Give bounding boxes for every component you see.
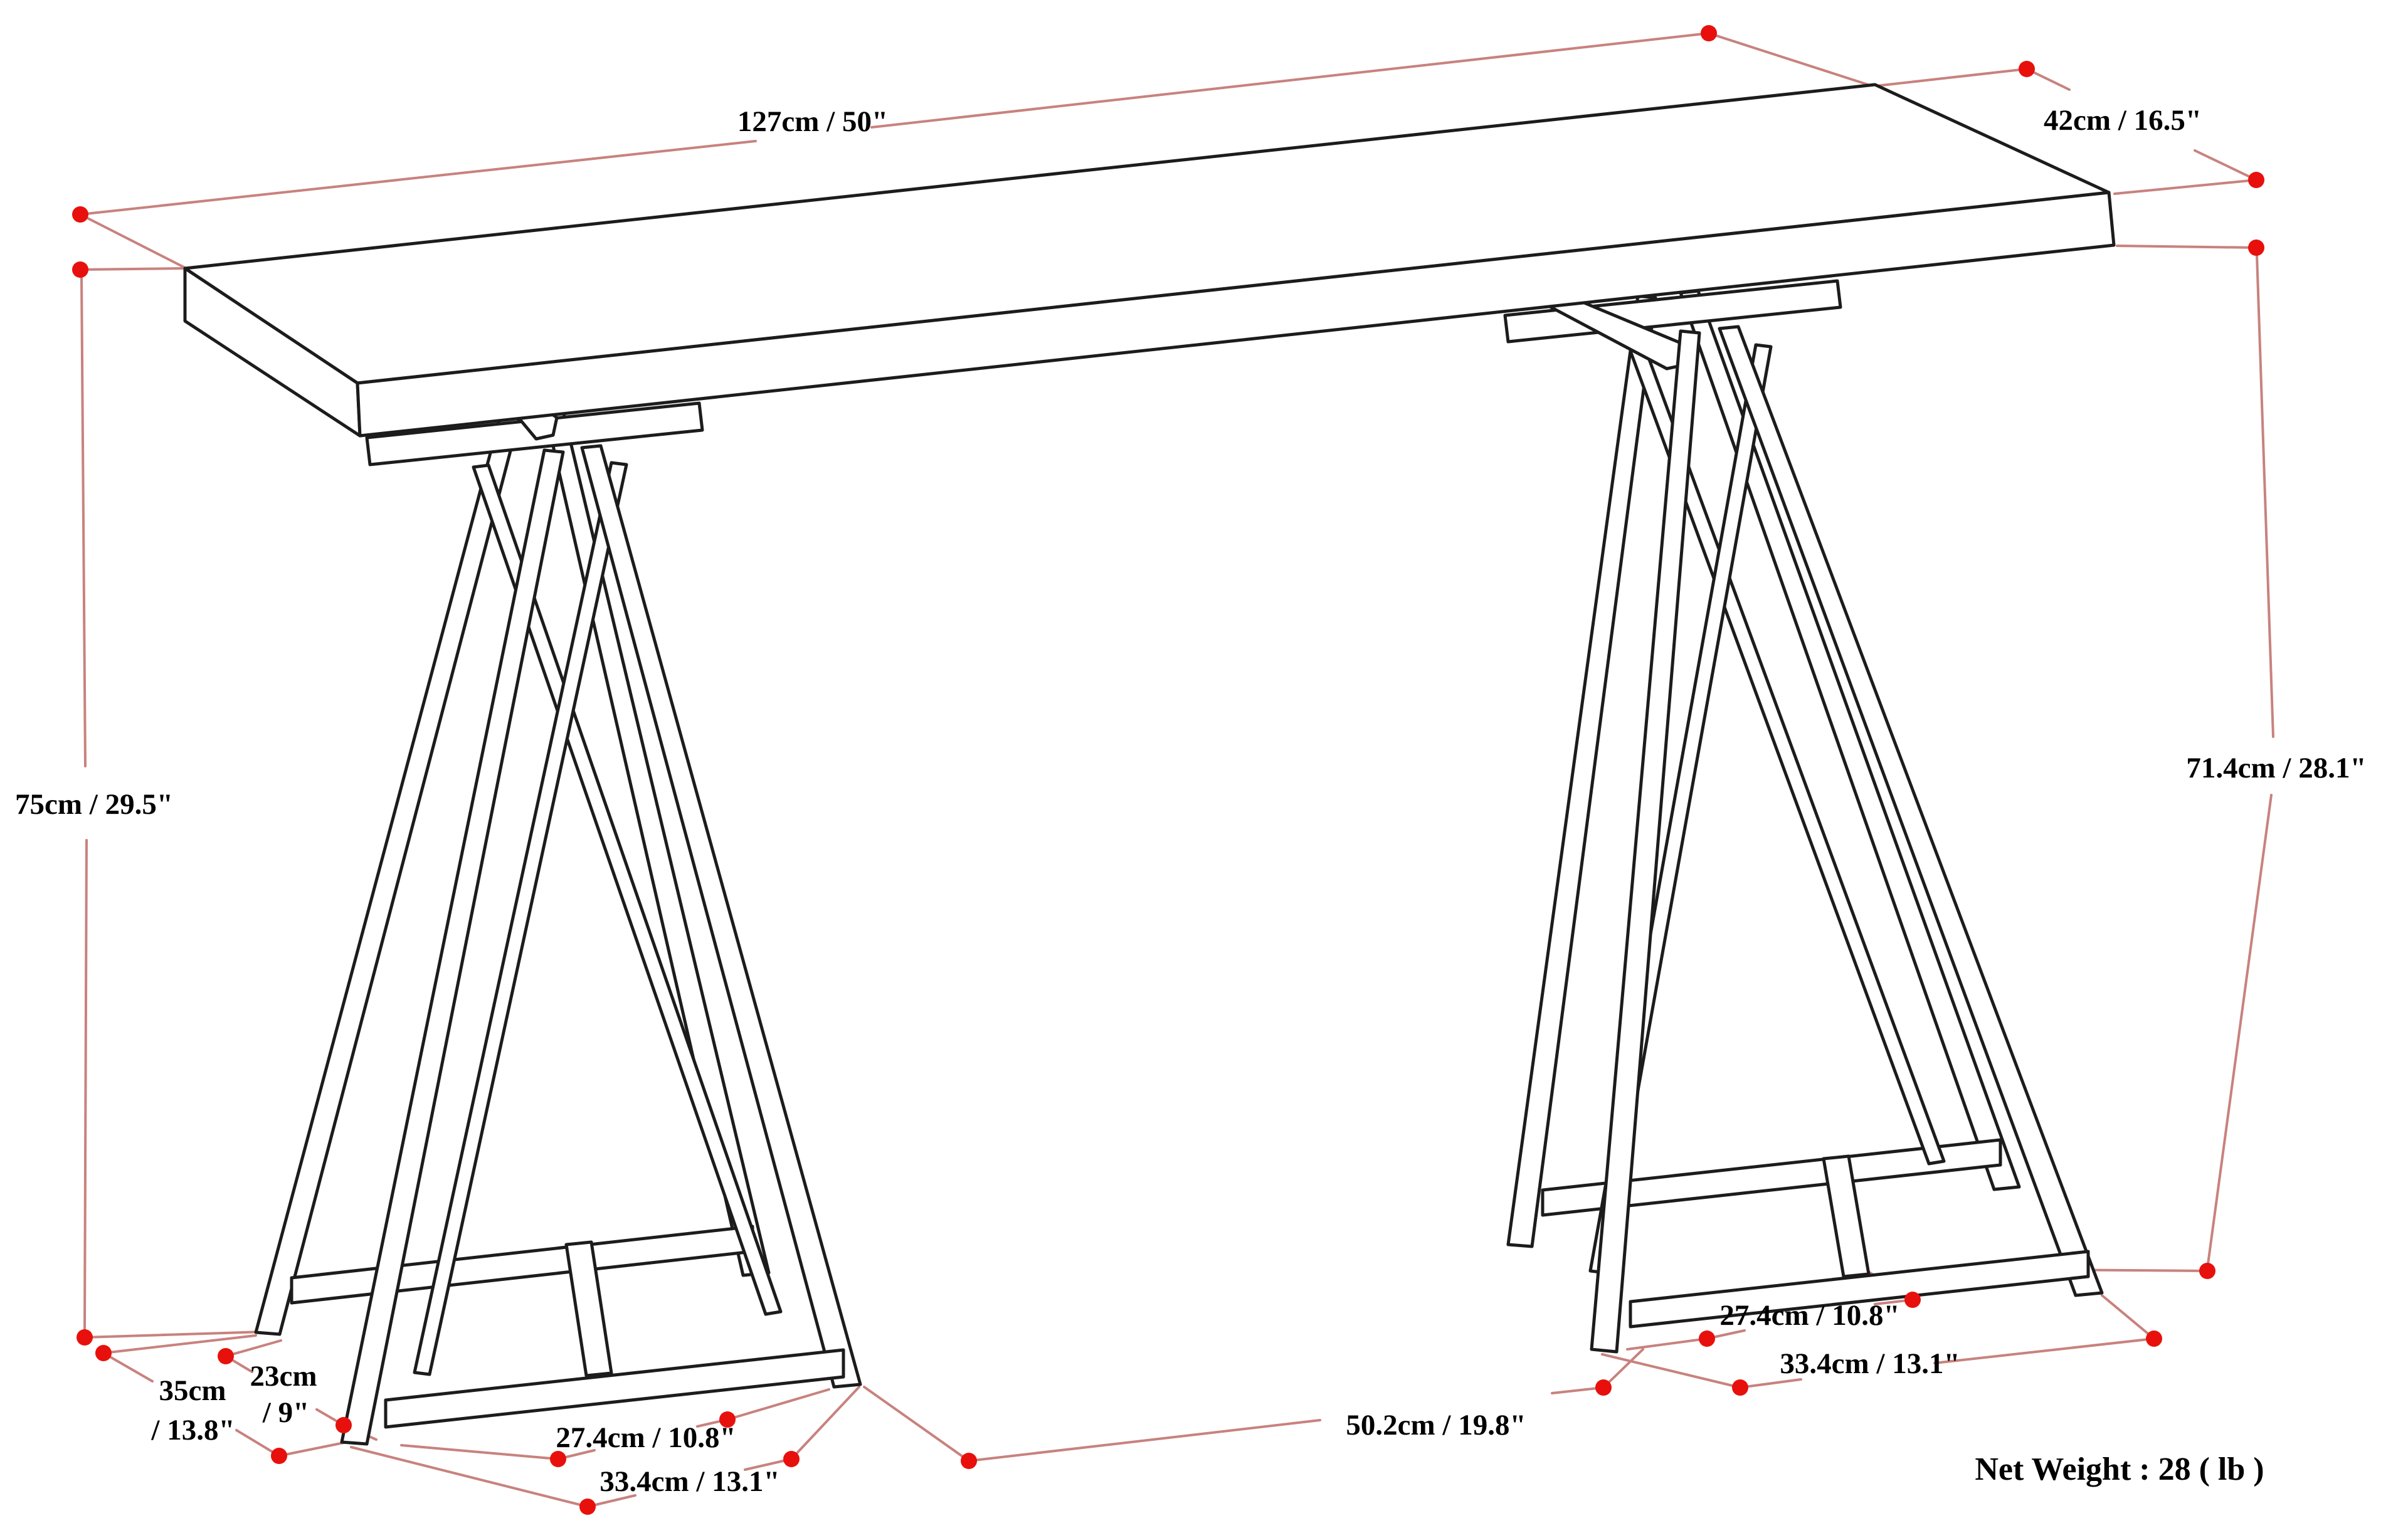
label-foot-depth-outer-line1: 35cm xyxy=(159,1374,226,1407)
dim-height-leader-top xyxy=(79,267,184,271)
dim-height-seg1 xyxy=(80,276,87,767)
left-trestle-front-stretcher xyxy=(384,1348,845,1429)
dim-left-feet-outer-leader1 xyxy=(350,1446,589,1508)
dot-left-feet-outer-a xyxy=(579,1499,596,1515)
dot-top-depth-right xyxy=(2248,172,2264,188)
dimension-lines xyxy=(79,32,2274,1508)
dim-foot-depth-outer-leader2 xyxy=(278,1441,348,1457)
label-top-length: 127cm / 50" xyxy=(737,105,888,138)
dim-gap-seg1 xyxy=(968,1419,1321,1462)
dot-left-feet-inner-a xyxy=(550,1451,566,1467)
dot-foot-depth-inner-right xyxy=(335,1417,352,1433)
label-foot-depth-outer-line2: / 13.8" xyxy=(150,1414,235,1446)
dot-right-feet-inner-a xyxy=(1699,1330,1715,1347)
left-trestle-brace-left xyxy=(413,461,628,1376)
dim-top-length-leader-right xyxy=(1708,32,1873,87)
dot-underside-top xyxy=(2248,240,2264,256)
label-right-feet-outer: 33.4cm / 13.1" xyxy=(1780,1347,1960,1380)
dim-foot-depth-outer-seg2 xyxy=(235,1429,280,1457)
dimension-dots xyxy=(72,25,2264,1515)
dim-right-feet-outer-leader1 xyxy=(1601,1353,1741,1389)
dot-gap-left xyxy=(961,1453,977,1469)
dot-foot-depth-outer-right xyxy=(271,1448,287,1464)
dim-left-feet-outer-leader2 xyxy=(790,1386,860,1460)
left-trestle-rear-right-leg xyxy=(542,404,771,1277)
right-trestle-rear-right-leg xyxy=(1679,289,2021,1191)
dim-height-leader-bottom xyxy=(83,1330,265,1339)
label-left-feet-outer: 33.4cm / 13.1" xyxy=(599,1465,779,1498)
dot-right-feet-inner-b xyxy=(1904,1292,1921,1308)
label-underside-height: 71.4cm / 28.1" xyxy=(2186,752,2366,784)
dim-foot-depth-outer-leader1 xyxy=(102,1334,257,1354)
dot-foot-depth-inner-left xyxy=(218,1348,234,1364)
dim-top-depth-leader-left xyxy=(1875,68,2028,87)
dot-left-feet-inner-b xyxy=(719,1411,736,1428)
dim-right-feet-outer-seg1 xyxy=(1739,1378,1802,1389)
left-trestle-brace-right xyxy=(472,463,783,1316)
label-left-feet-inner: 27.4cm / 10.8" xyxy=(556,1421,736,1454)
dot-gap-right xyxy=(1595,1379,1612,1396)
dim-right-feet-outer-leader2 xyxy=(2101,1294,2155,1340)
tabletop-front-face xyxy=(356,191,2116,438)
dim-foot-depth-inner-leader1 xyxy=(224,1339,282,1357)
right-trestle-stretcher-connector xyxy=(1822,1154,1871,1278)
dim-underside-seg1 xyxy=(2256,254,2274,738)
dot-height-top xyxy=(72,261,88,278)
dim-height-seg2 xyxy=(83,839,88,1331)
dim-gap-leader2 xyxy=(1602,1348,1644,1389)
left-trestle-front-right-leg xyxy=(580,444,862,1389)
label-right-feet-inner: 27.4cm / 10.8" xyxy=(1719,1299,1899,1332)
dim-right-feet-inner-leader1 xyxy=(1626,1337,1708,1351)
label-foot-depth-inner-line2: / 9" xyxy=(262,1396,309,1429)
label-overall-height: 75cm / 29.5" xyxy=(15,788,173,821)
dot-top-length-right xyxy=(1701,25,1717,41)
dim-left-feet-outer-seg1 xyxy=(586,1494,636,1508)
dot-underside-bottom xyxy=(2199,1263,2215,1279)
label-trestle-gap: 50.2cm / 19.8" xyxy=(1346,1409,1526,1441)
dim-left-feet-inner-leader1 xyxy=(400,1444,559,1460)
dot-top-length-left xyxy=(72,206,88,223)
label-foot-depth-inner-line1: 23cm xyxy=(250,1360,317,1393)
left-trestle-rear-stretcher xyxy=(290,1225,754,1305)
dim-gap-seg2 xyxy=(1551,1386,1605,1394)
dim-top-length-seg1 xyxy=(79,140,757,216)
right-trestle-rear-left-leg xyxy=(1506,294,1657,1248)
left-trestle-stretcher-connector xyxy=(564,1240,613,1378)
dim-underside-seg2 xyxy=(2207,794,2273,1265)
table-drawing xyxy=(183,83,2116,1446)
dim-gap-leader1 xyxy=(863,1386,970,1462)
right-trestle-front-right-leg xyxy=(1718,325,2104,1297)
dim-top-depth-leader-right xyxy=(2113,179,2258,195)
label-top-depth: 42cm / 16.5" xyxy=(2044,104,2202,137)
dot-top-depth-left xyxy=(2019,61,2035,77)
dot-height-bottom xyxy=(77,1329,93,1346)
dim-top-depth-seg2 xyxy=(2194,149,2258,181)
dot-right-feet-outer-a xyxy=(1732,1379,1748,1396)
left-trestle-front-left-leg xyxy=(340,448,565,1446)
dim-top-length-leader-left xyxy=(79,213,187,270)
dot-right-feet-outer-b xyxy=(2146,1330,2162,1347)
dim-foot-depth-outer-seg1 xyxy=(102,1352,154,1383)
dot-left-feet-outer-b xyxy=(783,1451,800,1467)
right-trestle-front-left-leg xyxy=(1590,329,1701,1354)
dot-foot-depth-outer-left xyxy=(95,1345,112,1361)
net-weight-label: Net Weight : 28 ( lb ) xyxy=(1975,1451,2264,1487)
dim-top-length-seg2 xyxy=(870,32,1710,129)
dim-underside-leader-top xyxy=(2116,245,2258,249)
dim-right-feet-outer-seg2 xyxy=(1933,1337,2155,1364)
dimension-labels: 127cm / 50" 42cm / 16.5" 75cm / 29.5" 71… xyxy=(15,104,2367,1498)
right-trestle-front-stretcher xyxy=(1629,1250,2090,1329)
dim-left-feet-inner-leader2 xyxy=(726,1388,830,1421)
